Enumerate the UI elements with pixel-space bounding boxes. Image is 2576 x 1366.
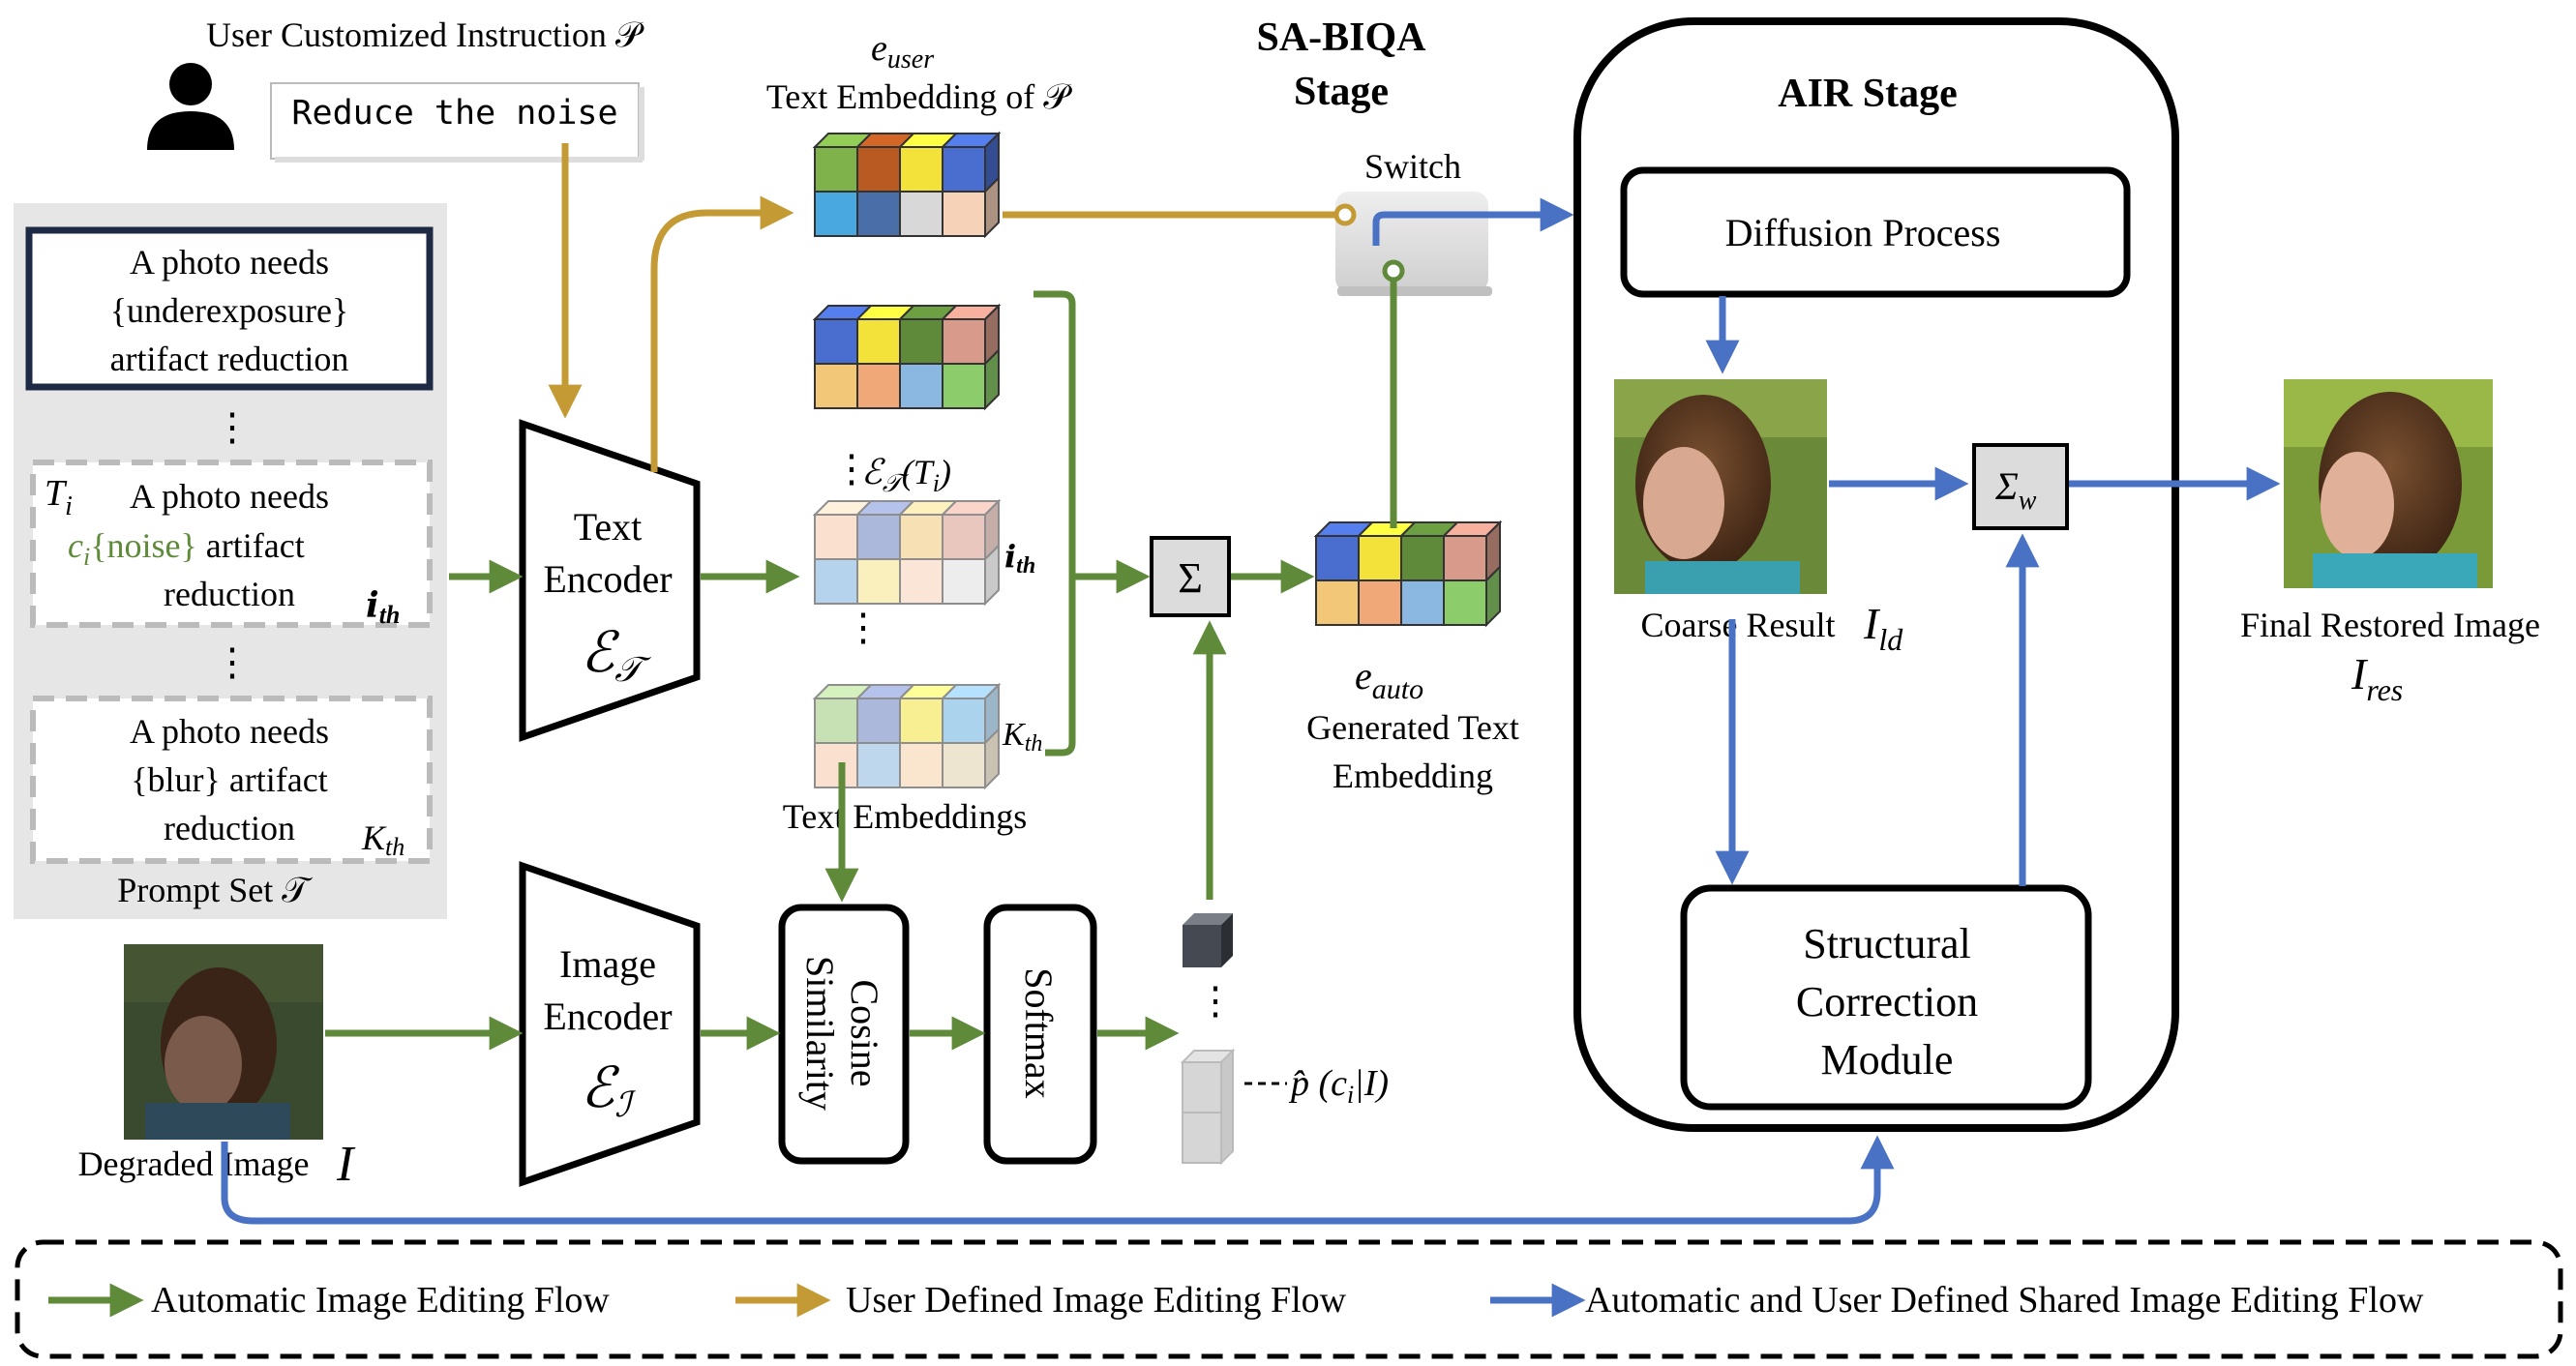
image-encoder-shape: [519, 861, 701, 1187]
softmax-label: Softmax: [1017, 967, 1061, 1099]
embeddings-ellipsis-2: ⋮: [844, 606, 883, 649]
scm-line3: Module: [1821, 1036, 1954, 1084]
prompt-ellipsis-2: ⋮: [213, 640, 252, 684]
prompt-ith-label: Ti: [45, 473, 73, 521]
probability-ellipsis: ⋮: [1196, 979, 1235, 1023]
legend-box: [15, 1239, 2563, 1359]
weighted-sum-node: [1972, 443, 2069, 530]
embeddings-ellipsis: ⋮: [832, 447, 871, 490]
embedding-ith-label: ℰ𝒯(Ti): [861, 453, 951, 497]
cosine-similarity-box: [778, 904, 910, 1165]
prompt-first-box: [25, 226, 434, 391]
scm-line1: Structural: [1803, 920, 1971, 967]
embedding-kth-tag: Kth: [1002, 717, 1042, 757]
structural-correction-module-box: [1680, 884, 2092, 1111]
e-auto-line1: Generated Text: [1306, 708, 1519, 747]
text-encoder-line1: Text: [574, 505, 643, 549]
diffusion-process-label: Diffusion Process: [1725, 211, 2001, 254]
text-encoder-shape: [519, 419, 701, 742]
embedding-first-cube: [812, 303, 1002, 411]
final-restored-image: [2284, 379, 2493, 588]
prompt-set-caption: Prompt Set 𝒯: [117, 871, 313, 909]
e-user-embedding-cube: [812, 131, 1002, 239]
prompt-ith-index: 𝒊th: [366, 586, 400, 629]
coarse-caption: Coarse Result: [1641, 606, 1836, 644]
probability-top-cube: [1183, 913, 1233, 967]
legend-blue-label: Automatic and User Defined Shared Image …: [1585, 1280, 2424, 1321]
user-avatar-icon: [147, 63, 234, 150]
coarse-result-image: [1614, 379, 1827, 594]
instruction-note: Reduce the noise: [270, 82, 644, 163]
e-user-symbol: euser: [871, 28, 934, 74]
probability-label: p̂ (ci|I): [1288, 1063, 1389, 1109]
cosine-line2: Similarity: [798, 956, 842, 1111]
prompt-ith-box: [30, 460, 433, 628]
embedding-kth-cube: [812, 682, 1002, 790]
image-encoder-line1: Image: [559, 942, 656, 986]
sum-symbol: Σ: [1178, 554, 1203, 602]
degraded-image: [124, 944, 323, 1140]
switch-box: [1335, 192, 1488, 292]
prompt-kth-line3: reduction: [164, 809, 295, 847]
weighted-sum-symbol: Σw: [1994, 464, 2037, 516]
e-auto-line2: Embedding: [1333, 757, 1493, 795]
coarse-symbol: Ild: [1863, 599, 1903, 657]
e-auto-embedding-cube: [1313, 520, 1503, 628]
prompt-ith-line3: reduction: [164, 575, 295, 613]
scm-line2: Correction: [1796, 978, 1978, 1025]
softmax-box: [983, 904, 1097, 1165]
text-encoder-line2: Encoder: [543, 557, 672, 601]
prompt-kth-line2: {blur} artifact: [131, 760, 327, 799]
final-caption: Final Restored Image: [2240, 606, 2540, 644]
prompt-kth-index: Kth: [361, 818, 404, 861]
final-symbol: Ires: [2351, 649, 2403, 707]
degraded-symbol: I: [336, 1137, 356, 1192]
image-encoder-line2: Encoder: [543, 995, 672, 1038]
sa-biqa-line2: Stage: [1294, 70, 1389, 114]
diffusion-process-box: [1620, 166, 2131, 298]
embedding-cubes: [812, 131, 1503, 790]
probability-cube-stack: [1180, 1048, 1236, 1166]
sum-node: [1150, 536, 1231, 617]
e-auto-symbol: eauto: [1355, 654, 1423, 705]
blue-arrow-switch-to-air: [1372, 197, 1574, 246]
prompt-kth-line1: A photo needs: [130, 712, 329, 751]
prompt-ellipsis-1: ⋮: [213, 405, 252, 449]
switch-shadow: [1337, 286, 1492, 296]
instruction-text: Reduce the noise: [291, 94, 617, 133]
prompt-first-line3: artifact reduction: [110, 340, 349, 378]
prompt-ith-line1: A photo needs: [130, 477, 329, 516]
gold-arrow-encoder-to-e-user: [650, 195, 794, 472]
switch-label: Switch: [1364, 147, 1461, 186]
e-user-caption: Text Embedding of 𝒫: [766, 77, 1072, 116]
switch-green-terminal: [1382, 259, 1405, 282]
prompt-kth-box: [30, 696, 433, 864]
prompt-first-line2: {underexposure}: [110, 291, 348, 330]
embedding-ith-cube: [812, 498, 1002, 607]
prompt-ith-line2: ci{noise} artifact: [68, 526, 305, 571]
legend-green-label: Automatic Image Editing Flow: [151, 1280, 610, 1321]
embedding-ith-tag: 𝒊th: [1004, 539, 1035, 579]
legend-gold-label: User Defined Image Editing Flow: [846, 1280, 1347, 1321]
sa-biqa-line1: SA-BIQA: [1256, 15, 1426, 60]
degraded-caption: Degraded Image: [78, 1144, 310, 1183]
blue-arrow-image-to-scm: [221, 1135, 1895, 1225]
embeddings-brace: [1033, 290, 1076, 757]
prompt-first-line1: A photo needs: [130, 243, 329, 282]
user-instruction-title: User Customized Instruction 𝒫: [206, 15, 644, 54]
embeddings-caption: Text Embeddings: [783, 797, 1027, 836]
air-stage-title: AIR Stage: [1778, 72, 1958, 116]
switch-gold-terminal: [1333, 203, 1357, 226]
cosine-line1: Cosine: [843, 979, 886, 1086]
